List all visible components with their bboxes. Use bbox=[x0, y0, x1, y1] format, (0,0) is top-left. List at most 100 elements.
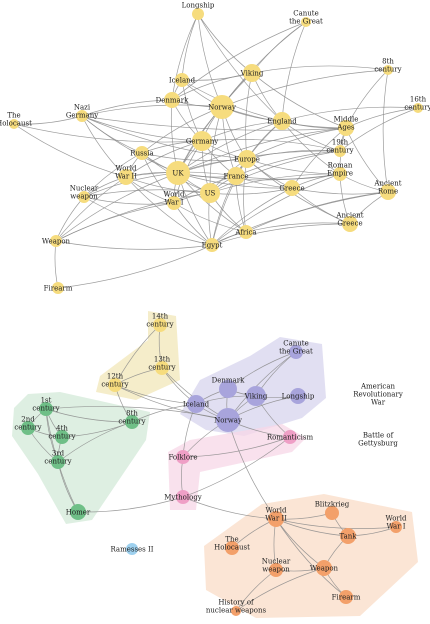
top-node-circle-longship bbox=[192, 8, 204, 20]
top-node-iceland[interactable]: Iceland bbox=[169, 73, 196, 87]
bottom-node-circle-b14 bbox=[153, 318, 167, 332]
top-edge-weapon-egypt bbox=[55, 240, 213, 250]
top-edge-middle-greece bbox=[291, 127, 347, 189]
top-edge-ancrome-africa bbox=[245, 191, 389, 233]
bottom-node-bromant[interactable]: Romanticism bbox=[267, 430, 314, 444]
top-edge-holocaust-germany bbox=[13, 123, 203, 143]
bottom-node-bfirearm[interactable]: Firearm bbox=[332, 590, 361, 604]
bottom-node-blongship[interactable]: Longship bbox=[282, 388, 315, 404]
bottom-node-bviking[interactable]: Viking bbox=[244, 386, 268, 406]
top-node-circle-england bbox=[273, 112, 291, 130]
hull-pink bbox=[168, 424, 306, 510]
bottom-node-biceland[interactable]: Iceland bbox=[183, 395, 210, 413]
top-node-africa[interactable]: Africa bbox=[234, 225, 257, 239]
top-edge-nuclear-egypt bbox=[83, 196, 213, 246]
bottom-node-bfolk[interactable]: Folklore bbox=[168, 450, 198, 464]
top-node-circle-germany bbox=[192, 131, 212, 151]
top-edge-middle-uk bbox=[177, 127, 347, 174]
top-node-circle-roman bbox=[333, 167, 347, 181]
top-node-circle-c8 bbox=[383, 65, 393, 75]
top-edge-middle-europe bbox=[246, 127, 347, 160]
top-node-circle-nazi bbox=[76, 110, 88, 122]
hull-orange bbox=[204, 494, 418, 618]
top-edge-c8-norway bbox=[221, 69, 389, 108]
bottom-node-bram[interactable]: Ramesses II bbox=[110, 543, 154, 555]
top-edge-nazi-russia bbox=[81, 115, 143, 154]
top-node-germany[interactable]: Germany bbox=[186, 131, 218, 151]
top-node-label-england: England bbox=[267, 118, 297, 126]
top-node-label-us: US bbox=[205, 190, 216, 198]
top-node-egypt[interactable]: Egypt bbox=[202, 238, 223, 252]
bottom-node-btank[interactable]: Tank bbox=[339, 528, 357, 544]
top-node-circle-middle bbox=[338, 120, 354, 136]
top-node-denmark[interactable]: Denmark bbox=[156, 92, 189, 108]
bottom-edge-b8-b3 bbox=[57, 421, 133, 463]
top-node-us[interactable]: US bbox=[200, 183, 220, 203]
top-node-longship[interactable]: Longship bbox=[182, 2, 215, 21]
top-node-england[interactable]: England bbox=[267, 112, 297, 130]
top-node-greece[interactable]: Greece bbox=[279, 180, 305, 196]
top-edge-holocaust-ww2 bbox=[13, 123, 127, 178]
top-edge-c19-europe bbox=[246, 149, 341, 160]
bottom-node-bhomer[interactable]: Homer bbox=[66, 504, 91, 520]
top-node-viking[interactable]: Viking bbox=[240, 64, 264, 82]
top-node-weapon[interactable]: Weapon bbox=[42, 235, 71, 247]
bottom-node-bnorway[interactable]: Norway bbox=[214, 408, 242, 432]
bottom-node-circle-bfirearm bbox=[339, 590, 353, 604]
bottom-node-label-bdenmark: Denmark bbox=[212, 377, 245, 385]
bottom-edge-bweapon-bhist bbox=[235, 567, 325, 612]
top-edge-c19-france bbox=[235, 150, 341, 177]
bottom-node-bblitz[interactable]: Blitzkrieg bbox=[315, 501, 350, 521]
bottom-node-bweapon[interactable]: Weapon bbox=[310, 560, 339, 576]
top-node-norway[interactable]: Norway bbox=[208, 95, 236, 119]
top-node-france[interactable]: France bbox=[224, 167, 249, 185]
top-node-circle-c19 bbox=[334, 145, 346, 157]
top-node-label-longship: Longship bbox=[182, 2, 215, 10]
bottom-node-circle-b13 bbox=[155, 361, 169, 375]
bottom-node-bmyth[interactable]: Mythology bbox=[164, 490, 202, 504]
bottom-node-bdenmark[interactable]: Denmark bbox=[212, 377, 245, 399]
top-edge-ww1-weapon bbox=[55, 202, 175, 242]
top-edge-longship-denmark bbox=[171, 13, 199, 101]
top-node-uk[interactable]: UK bbox=[166, 161, 190, 185]
top-node-europe[interactable]: Europe bbox=[234, 150, 260, 168]
top-node-russia[interactable]: Russia bbox=[130, 146, 154, 160]
top-node-circle-europe bbox=[238, 150, 256, 168]
top-node-firearm[interactable]: Firearm bbox=[44, 282, 73, 294]
